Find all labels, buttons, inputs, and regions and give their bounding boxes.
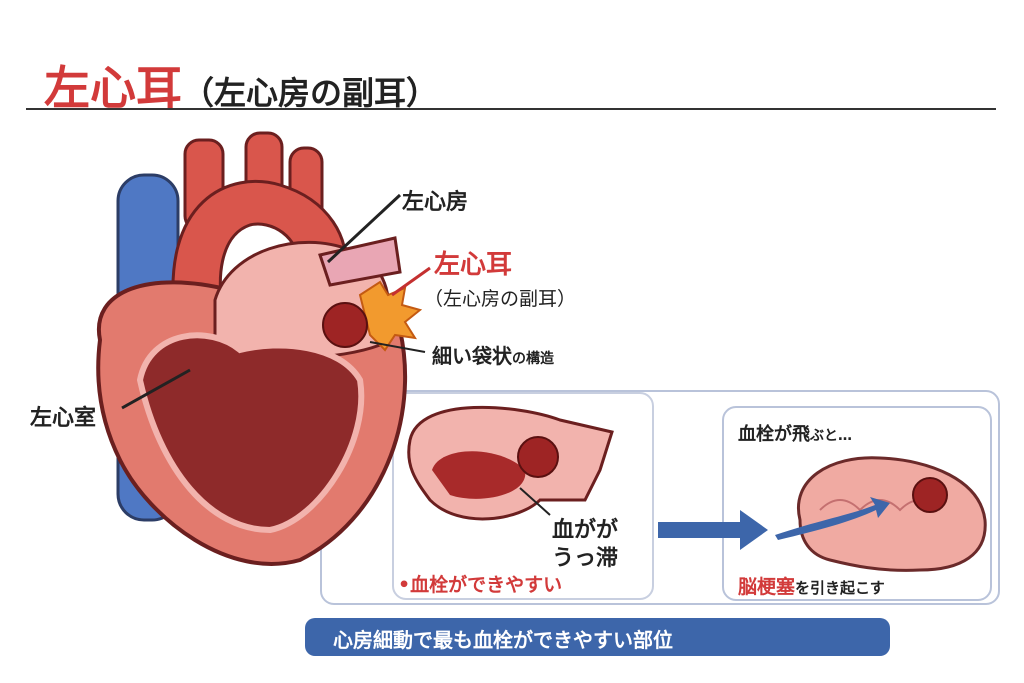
pointer-line: [519, 487, 551, 516]
label-laa: 左心耳: [434, 250, 513, 280]
stroke-heading: 血栓が飛ぶと…: [738, 424, 852, 445]
label-left-atrium: 左心房: [402, 190, 469, 215]
pulmonary-vein: [318, 236, 402, 287]
stasis-line2: うっ滞: [552, 546, 619, 571]
stroke-result: 脳梗塞を引き起こす: [738, 576, 885, 598]
label-left-ventricle: 左心室: [30, 406, 97, 431]
stasis-line1: 血がが: [552, 518, 619, 543]
thrombus: [912, 477, 948, 513]
title-divider: [26, 108, 996, 110]
page-title: 左心耳（左心房の副耳）: [44, 61, 439, 115]
pointer-line: [391, 266, 431, 297]
laa-highlight: [358, 280, 423, 352]
summary-banner: 心房細動で最も血栓ができやすい部位: [305, 618, 890, 656]
pointer-line: [121, 368, 191, 410]
arrow-icon: [658, 510, 768, 550]
thrombus: [517, 436, 559, 478]
thrombus: [322, 302, 368, 348]
label-structure: 細い袋状の構造: [432, 344, 554, 368]
left-ventricle-cavity: [136, 332, 365, 534]
pointer-line: [326, 193, 402, 264]
label-laa-sub: （左心房の副耳）: [424, 288, 577, 310]
pouch-cavity: [432, 451, 526, 499]
embolus-arrow-icon: [775, 497, 890, 540]
stasis-note: •血栓ができやすい: [398, 574, 563, 596]
brain-illustration: [797, 456, 987, 572]
pointer-line: [369, 341, 426, 353]
